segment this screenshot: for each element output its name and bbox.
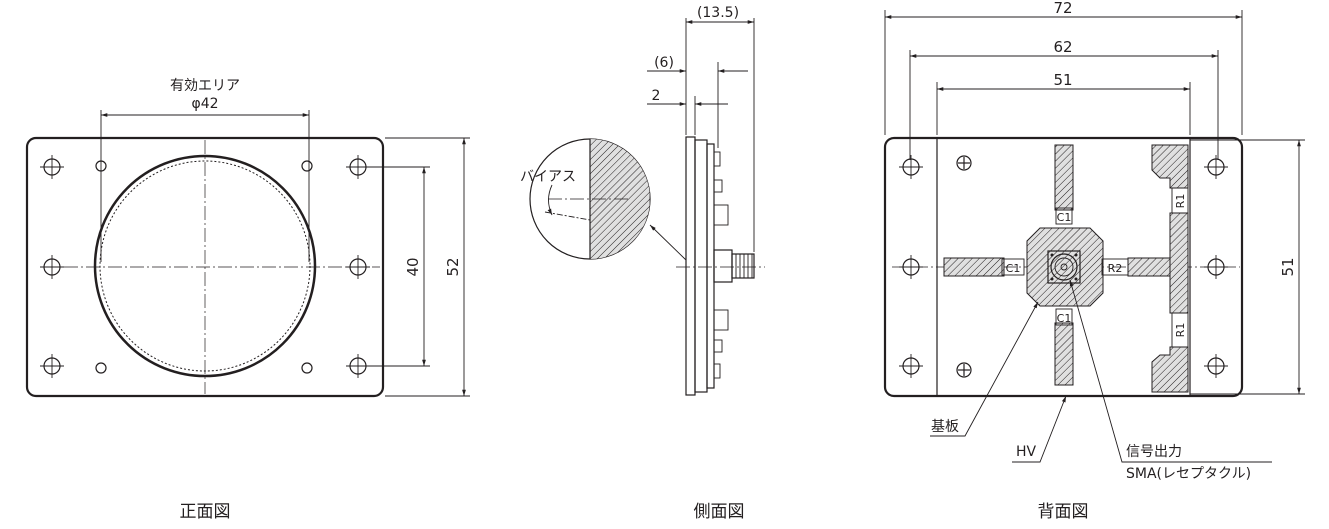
mount-hole-bl — [40, 354, 64, 378]
r2-label: R2 — [1108, 262, 1123, 275]
front-view: 有効エリア φ42 40 52 正面図 — [25, 78, 470, 522]
mount-hole-mr — [346, 255, 370, 279]
side-comp-1 — [713, 204, 729, 226]
active-area-label: 有効エリア — [170, 78, 240, 94]
side-view: (13.5) (6) 2 バイアス 側面図 — [520, 5, 765, 522]
pad-bottom-right — [1151, 346, 1189, 393]
side-body — [694, 139, 708, 393]
bias-detail: バイアス — [520, 138, 687, 261]
back-hole-bl — [899, 354, 923, 378]
mount-hole-ml — [40, 255, 64, 279]
trace-bottom — [1054, 322, 1074, 386]
side-comp-3 — [713, 179, 723, 193]
side-comp-4 — [713, 339, 723, 353]
small-hole-4 — [301, 362, 313, 374]
active-area-circle — [93, 154, 317, 378]
r1-bottom-body — [1171, 312, 1189, 348]
side-sma-connector — [713, 249, 755, 283]
bias-label: バイアス — [520, 169, 576, 185]
c1-top-body — [1055, 207, 1073, 225]
signal-label: 信号出力 — [1126, 444, 1182, 460]
r2-body — [1101, 258, 1129, 276]
front-dim-40: 40 — [404, 257, 422, 276]
back-hole-br — [1204, 354, 1228, 378]
leader-substrate — [930, 301, 1039, 437]
front-view-caption: 正面図 — [180, 502, 231, 522]
back-hole-mr — [1204, 255, 1228, 279]
trace-top — [1054, 144, 1074, 211]
side-dim-2: 2 — [652, 88, 661, 104]
back-dim-62: 62 — [1053, 38, 1072, 56]
back-view: C1 C1 C1 R2 R1 R1 72 62 — [883, 0, 1305, 522]
trace-vertical-right — [1169, 212, 1189, 314]
c1-bottom-body — [1055, 308, 1073, 326]
side-window-plate — [685, 136, 696, 396]
c1-bottom-label: C1 — [1057, 312, 1072, 325]
side-mount-2 — [713, 363, 721, 379]
screw-top — [956, 155, 972, 171]
front-dim-52: 52 — [444, 257, 462, 276]
side-view-caption: 側面図 — [694, 502, 745, 522]
back-dim-51-h: 51 — [1053, 71, 1072, 89]
small-hole-3 — [95, 362, 107, 374]
c1-top-label: C1 — [1057, 211, 1072, 224]
r1-top-label: R1 — [1174, 194, 1187, 209]
active-area-circle-inner — [99, 160, 311, 372]
sma-label: SMA(レセプタクル) — [1126, 466, 1251, 482]
side-mount-1 — [713, 151, 721, 167]
mount-hole-tl — [40, 155, 64, 179]
leader-hv — [1012, 395, 1067, 463]
small-hole-2 — [301, 160, 313, 172]
back-hole-ml — [899, 255, 923, 279]
center-pad — [1026, 227, 1104, 307]
side-dim-6: (6) — [654, 55, 674, 71]
side-substrate — [706, 143, 715, 389]
pad-top-right — [1151, 144, 1189, 189]
back-sma-connector — [1047, 250, 1081, 284]
front-plate — [25, 136, 385, 398]
trace-left — [943, 257, 1005, 277]
back-dim-72: 72 — [1053, 0, 1072, 17]
back-view-caption: 背面図 — [1038, 502, 1089, 522]
leader-signal — [1069, 279, 1272, 463]
back-hole-tr — [1204, 155, 1228, 179]
front-mount-holes — [40, 155, 370, 378]
hv-label: HV — [1016, 444, 1037, 460]
substrate-label: 基板 — [931, 418, 959, 435]
side-comp-2 — [713, 309, 729, 331]
side-dim-13-5: (13.5) — [697, 5, 739, 21]
screw-bottom — [956, 362, 972, 378]
active-area-dim: φ42 — [191, 96, 218, 112]
pcb-traces — [943, 144, 1189, 393]
c1-left-label: C1 — [1006, 262, 1021, 275]
back-mount-holes — [899, 155, 1228, 378]
back-dim-51-v: 51 — [1279, 257, 1297, 276]
c1-left-body — [1001, 258, 1025, 276]
r1-bottom-label: R1 — [1174, 323, 1187, 338]
back-hole-tl — [899, 155, 923, 179]
r1-top-body — [1171, 187, 1189, 214]
